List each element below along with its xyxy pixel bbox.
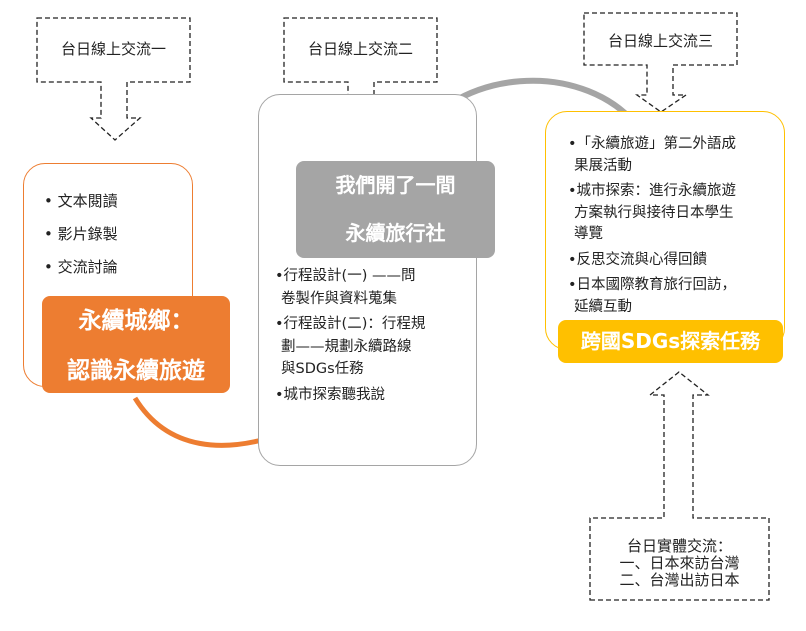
- stage1-item: • 文本閱讀: [44, 192, 118, 210]
- stage1-item: • 交流討論: [44, 258, 118, 276]
- stage2-title: 我們開了一間 永續旅行社: [296, 161, 495, 258]
- callout-box-1-outline: [36, 17, 191, 141]
- callout-online-3: 台日線上交流三: [607, 32, 713, 50]
- stage2-item: •城市探索聽我說: [275, 386, 386, 403]
- callout-online-1: 台日線上交流一: [60, 40, 166, 58]
- stage1-title-line2: 認識永續旅遊: [67, 358, 205, 384]
- callout-physical-line1: 一、日本來訪台灣: [619, 554, 740, 572]
- stage2-item: •行程設計(一) ——問卷製作與資料蒐集: [275, 268, 416, 307]
- stage2-item: •行程設計(二)：行程規劃——規劃永續路線與SDGs任務: [275, 316, 426, 377]
- stage2-box: •行程設計(一) ——問卷製作與資料蒐集 •行程設計(二)：行程規劃——規劃永續…: [258, 94, 477, 466]
- stage1-item: • 影片錄製: [44, 225, 118, 243]
- stage1-title: 永續城鄉： 認識永續旅遊: [42, 296, 230, 393]
- stage1-title-line1: 永續城鄉：: [78, 308, 194, 334]
- stage2-title-line1: 我們開了一間: [335, 173, 456, 197]
- callout-box-physical-outline: [589, 371, 770, 601]
- stage3-title: 跨國SDGs探索任務: [558, 320, 783, 363]
- stage3-item: •「永續旅遊」第二外語成果展活動: [568, 136, 737, 174]
- orange-connector-arc: [132, 396, 263, 448]
- stage3-item: •反思交流與心得回饋: [568, 251, 708, 268]
- stage3-item: •日本國際教育旅行回訪，延續互動: [568, 277, 737, 315]
- callout-online-2: 台日線上交流二: [307, 40, 413, 58]
- callout-box-3-outline: [583, 12, 738, 113]
- stage2-title-line2: 永續旅行社: [345, 221, 446, 245]
- callout-physical: 台日實體交流： 一、日本來訪台灣 二、台灣出訪日本: [590, 538, 769, 589]
- callout-physical-title: 台日實體交流：: [626, 537, 732, 555]
- stage3-box: •「永續旅遊」第二外語成果展活動 •城市探索：進行永續旅遊方案執行與接待日本學生…: [545, 111, 785, 350]
- stage3-item: •城市探索：進行永續旅遊方案執行與接待日本學生導覽: [568, 183, 737, 242]
- callout-physical-line2: 二、台灣出訪日本: [619, 571, 740, 589]
